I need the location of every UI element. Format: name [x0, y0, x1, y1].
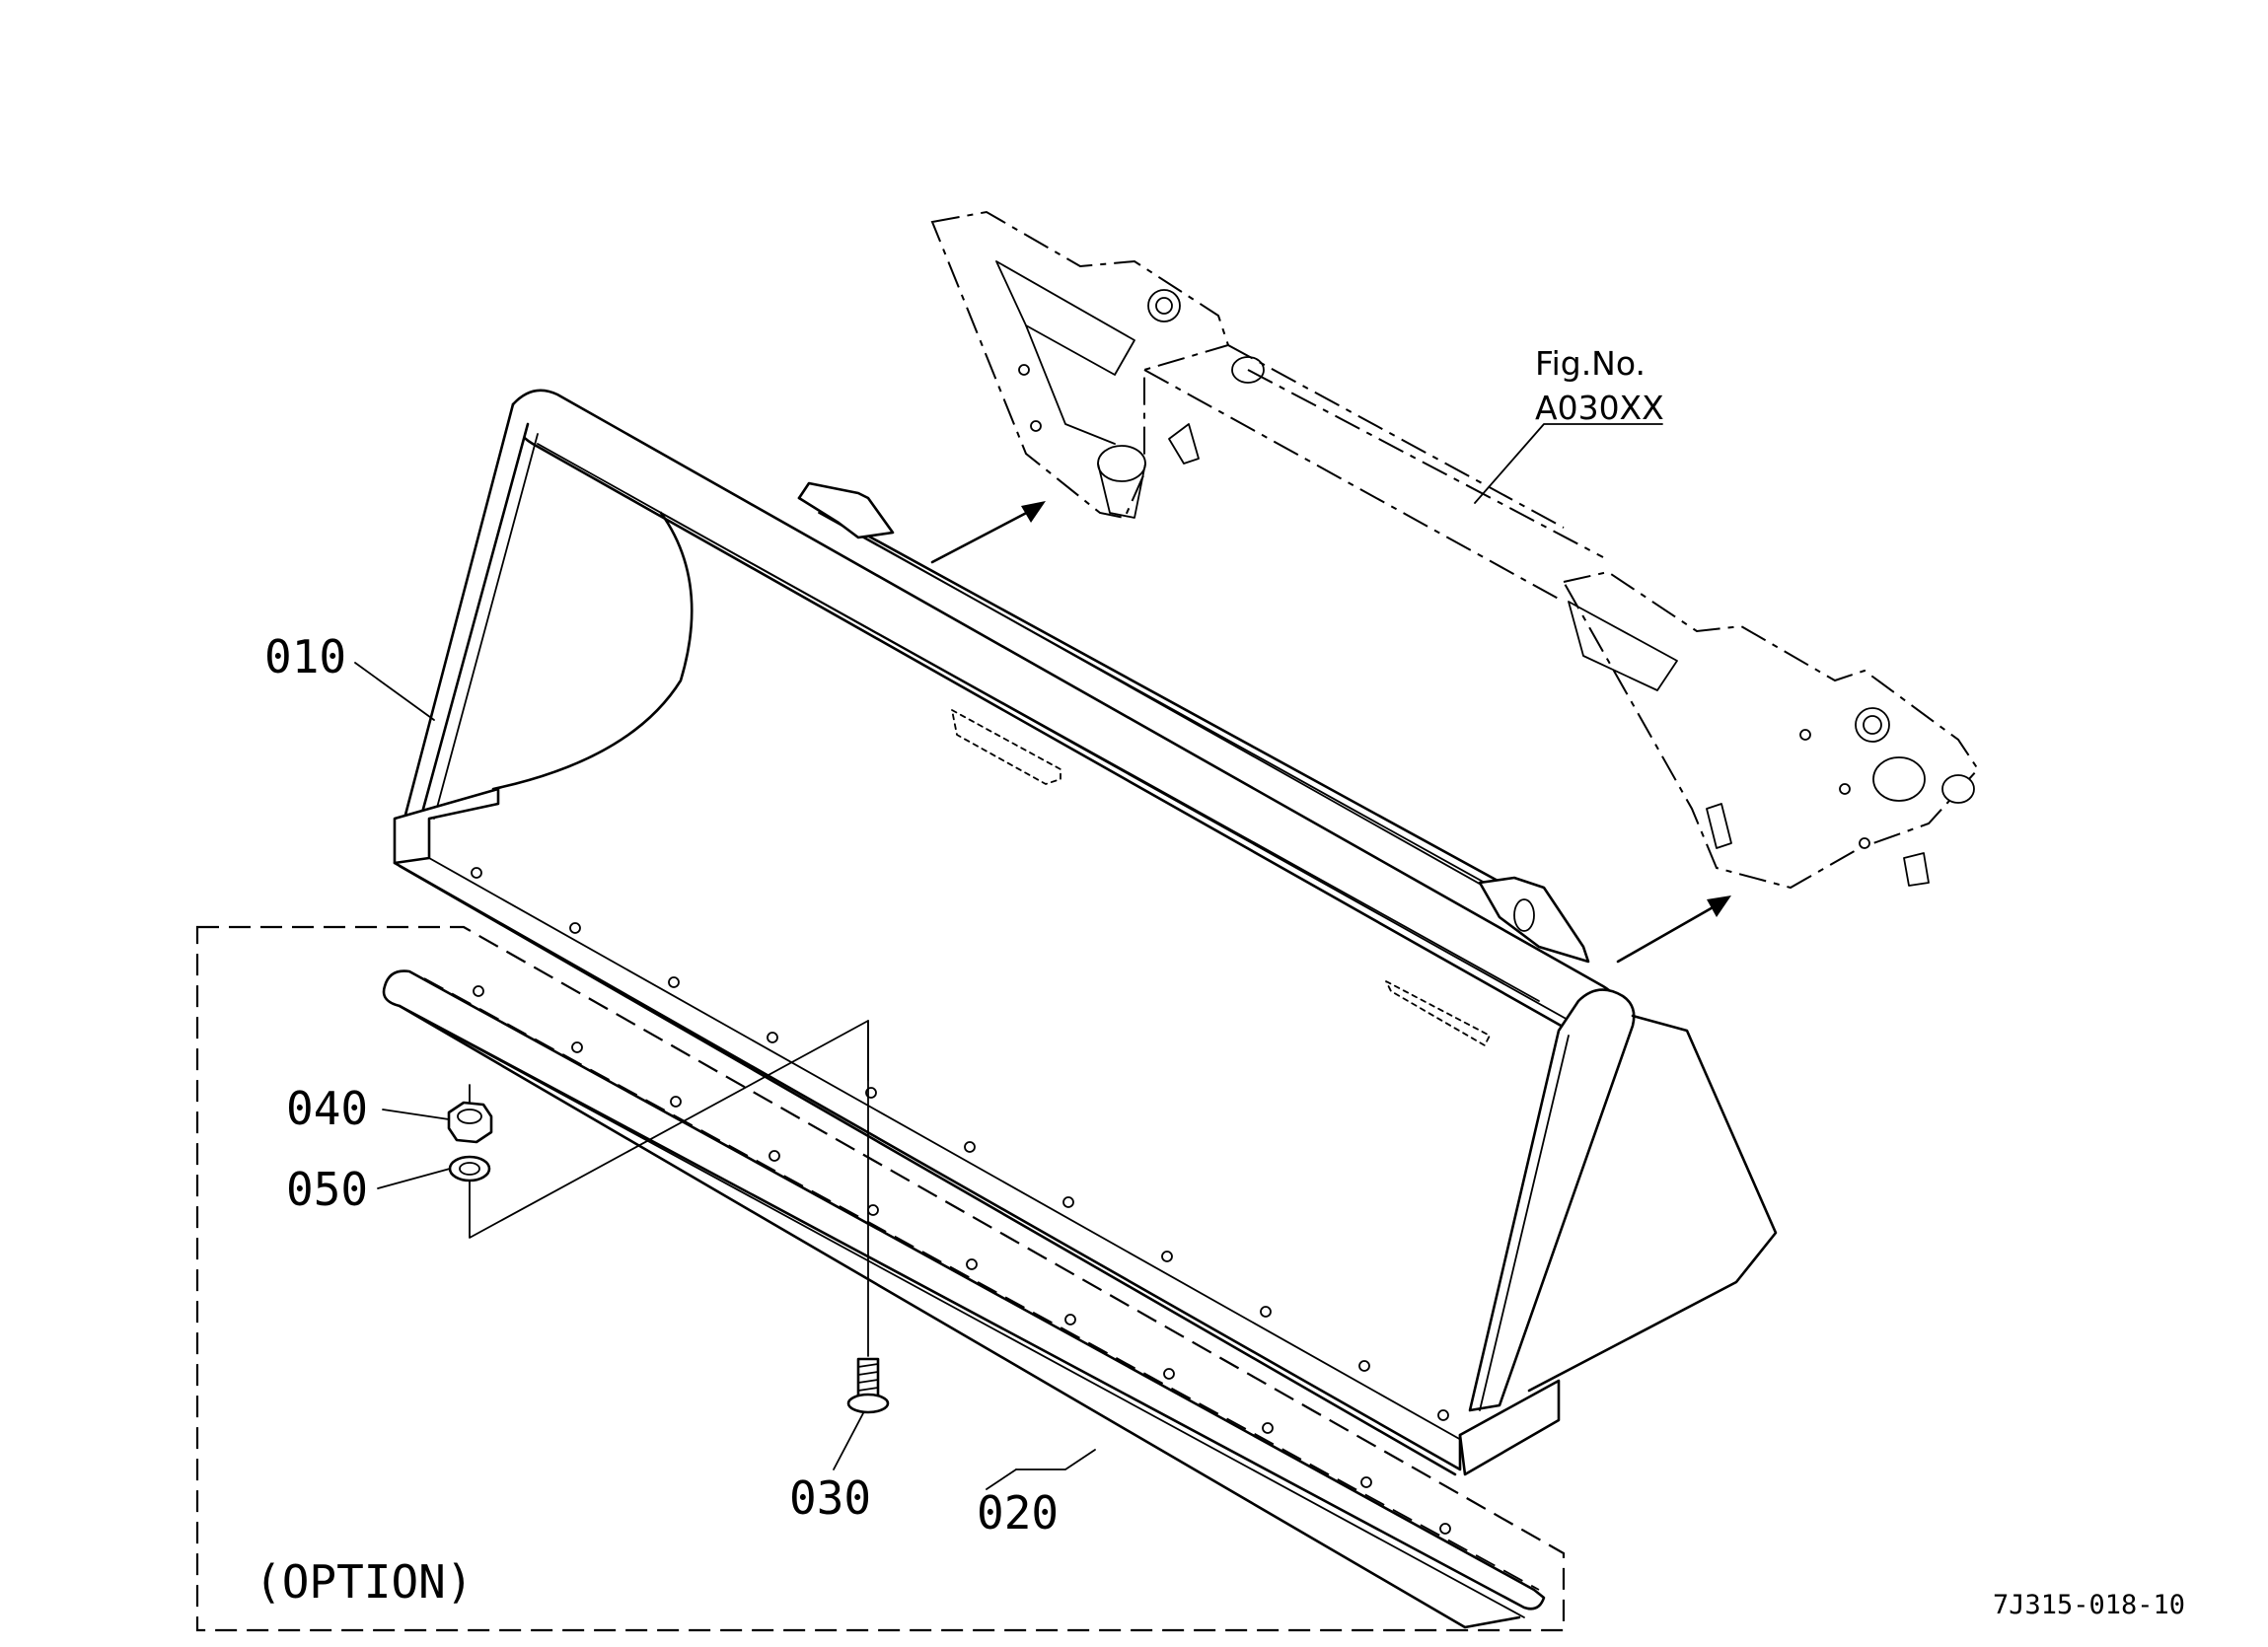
label-part-040: 040 [286, 1082, 368, 1135]
bolt-030 [846, 1212, 890, 1414]
attach-arrow-lower [1616, 895, 1731, 964]
label-part-010: 010 [264, 630, 346, 683]
nut-040 [447, 1084, 493, 1144]
reference-fig-label: Fig.No. [1535, 344, 1646, 383]
label-part-050: 050 [286, 1163, 368, 1216]
cutting-edge-020 [382, 969, 1546, 1629]
reference-fig-number: A030XX [1535, 389, 1664, 427]
mounting-frame-phantom [930, 210, 1980, 890]
drawing-code: 7J315-018-10 [1993, 1590, 2185, 1620]
lock-washer-050 [448, 1155, 491, 1182]
label-part-030: 030 [789, 1471, 871, 1525]
option-boundary [195, 925, 1566, 1632]
attach-arrow-upper [930, 501, 1046, 564]
bucket-010 [393, 389, 1778, 1476]
label-part-020: 020 [977, 1486, 1059, 1540]
option-label: (OPTION) [255, 1555, 474, 1609]
